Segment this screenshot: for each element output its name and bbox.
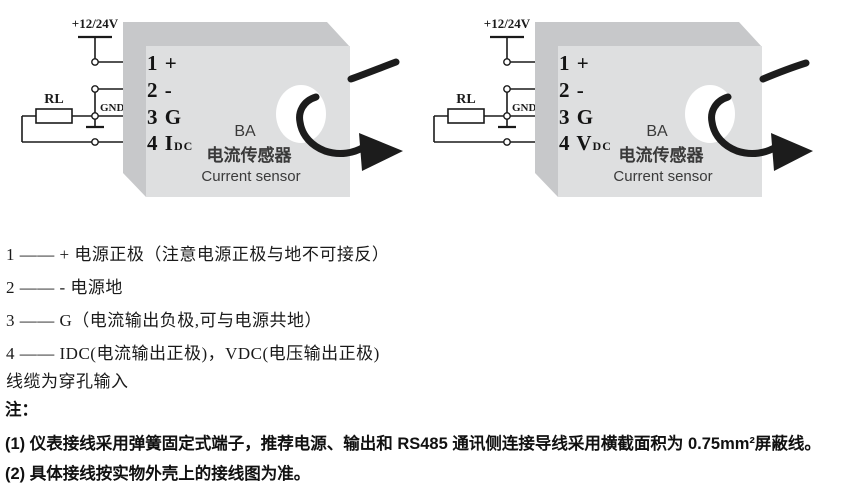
terminal-node-4 [91, 138, 99, 146]
terminal-label-2: 2 - [147, 78, 173, 102]
wiring-lines [433, 35, 548, 146]
legend-line-3: 3 —— G（电流输出负极,可与电源共地） [6, 311, 323, 330]
wires [433, 37, 548, 143]
terminal-node-3 [503, 112, 511, 120]
legend-line-5: 线缆为穿孔输入 [6, 372, 129, 391]
cable-arrowhead [359, 133, 403, 171]
terminal-node-4 [503, 138, 511, 146]
device-name-cn: 电流传感器 [207, 145, 293, 165]
legend-line-2: 2 —— - 电源地 [6, 278, 123, 297]
note-item-2: (2) 具体接线按实物外壳上的接线图为准。 [5, 465, 311, 483]
terminal-node-3 [91, 112, 99, 120]
resistor-label: RL [456, 92, 475, 107]
device-name-cn: 电流传感器 [619, 145, 705, 165]
terminal-label-3: 3 G [147, 105, 182, 129]
power-supply-label: +12/24V [72, 16, 119, 31]
wiring-diagram-vdc: +12/24V RL GND 1 + 2 - 3 G 4 VDC BA 电流传感… [433, 16, 813, 197]
terminal-node-2 [503, 85, 511, 93]
sensor-box [123, 22, 350, 197]
cable-arrowhead [771, 133, 813, 171]
terminal-node-1 [503, 58, 511, 66]
wires [21, 37, 136, 143]
terminal-label-1: 1 + [559, 51, 590, 75]
wiring-lines [21, 35, 136, 146]
device-model-label: BA [646, 123, 668, 140]
gnd-label: GND [512, 102, 537, 114]
load-resistor [35, 108, 73, 124]
terminal-label-1: 1 + [147, 51, 178, 75]
terminal-label-2: 2 - [559, 78, 585, 102]
terminal-node-1 [91, 58, 99, 66]
measured-cable [708, 59, 813, 171]
wiring-diagram-idc: +12/24V RL GND 1 + 2 - 3 G 4 IDC BA 电流传感… [21, 16, 403, 197]
resistor-label: RL [44, 92, 63, 107]
terminal-label-4: 4 IDC [147, 131, 193, 155]
device-model-label: BA [234, 123, 256, 140]
cable-loop-segment [708, 93, 780, 158]
cable-upper-segment [347, 58, 400, 83]
terminal-label-4: 4 VDC [559, 131, 612, 155]
legend-line-4: 4 —— IDC(电流输出正极)，VDC(电压输出正极) [6, 344, 380, 363]
device-name-en: Current sensor [201, 168, 300, 185]
cable-upper-segment [759, 59, 810, 83]
gnd-label: GND [100, 102, 125, 114]
measured-cable [296, 58, 403, 171]
legend-line-1: 1 —— + 电源正极（注意电源正极与地不可接反） [6, 245, 390, 264]
notes-heading: 注： [5, 401, 38, 419]
load-resistor [447, 108, 485, 124]
device-name-en: Current sensor [613, 168, 712, 185]
note-item-1: (1) 仪表接线采用弹簧固定式端子，推荐电源、输出和 RS485 通讯侧连接导线… [5, 435, 821, 453]
power-supply-label: +12/24V [484, 16, 531, 31]
cable-loop-segment [296, 93, 368, 158]
terminal-node-2 [91, 85, 99, 93]
terminal-label-3: 3 G [559, 105, 594, 129]
